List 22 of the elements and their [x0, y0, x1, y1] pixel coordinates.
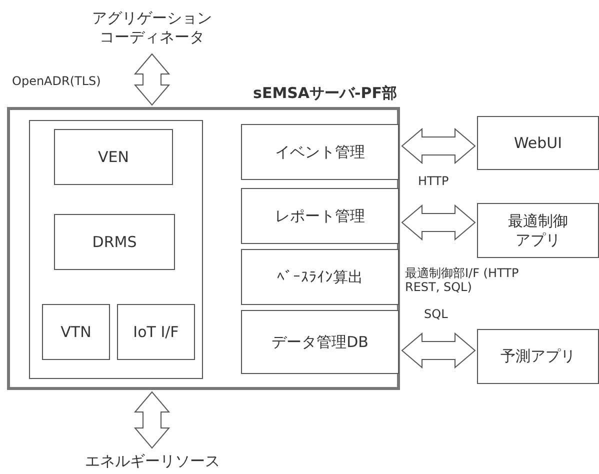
- edge-label: SQL: [424, 307, 448, 322]
- component-box: イベント管理: [241, 124, 399, 180]
- double-arrow: [134, 391, 170, 449]
- component-box: WebUI: [477, 116, 599, 170]
- panel-title: sEMSAサーバ-PF部: [253, 84, 397, 103]
- component-box: 予測アプリ: [477, 329, 599, 384]
- node-label: エネルギーリソース: [60, 450, 245, 472]
- component-box: DRMS: [54, 214, 175, 270]
- edge-label: OpenADR(TLS): [12, 74, 101, 88]
- component-box: レポート管理: [241, 188, 399, 244]
- component-box: ﾍﾞｰｽﾗｲﾝ算出: [241, 249, 399, 305]
- double-arrow: [401, 204, 476, 241]
- component-box: IoT I/F: [117, 304, 195, 360]
- component-box: データ管理DB: [241, 310, 399, 374]
- component-box: 最適制御アプリ: [477, 203, 599, 258]
- double-arrow: [401, 332, 476, 369]
- double-arrow: [401, 128, 476, 164]
- double-arrow: [134, 53, 170, 106]
- component-box: VTN: [42, 304, 110, 360]
- node-label: アグリゲーションコーディネータ: [88, 4, 216, 52]
- group-box: [29, 120, 203, 379]
- component-box: VEN: [54, 129, 173, 185]
